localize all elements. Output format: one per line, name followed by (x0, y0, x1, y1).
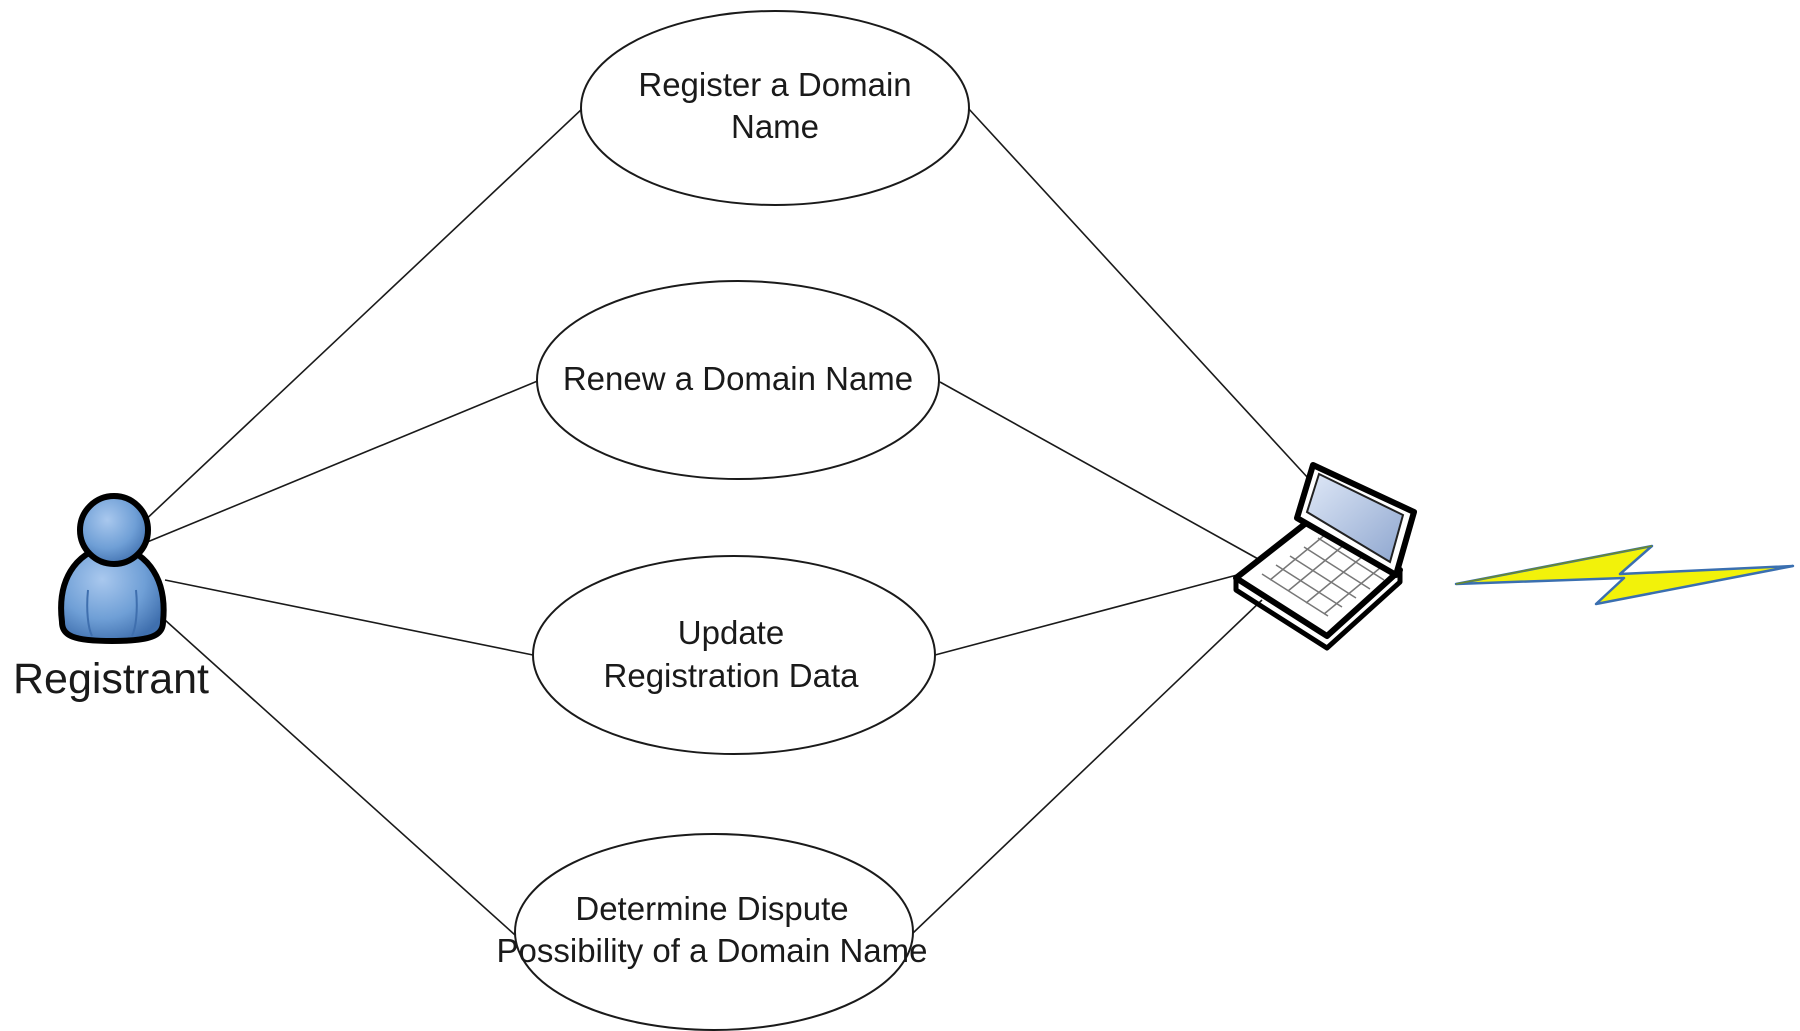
use-case-renew[interactable]: Renew a Domain Name (536, 280, 940, 480)
association-actor-renew (139, 379, 541, 546)
association-dispute-system (912, 599, 1263, 934)
use-case-update-line2: Registration Data (604, 657, 860, 694)
use-case-dispute-line1: Determine Dispute (575, 890, 848, 927)
actor-registrant[interactable]: Registrant (13, 493, 209, 703)
association-update-system (934, 574, 1238, 656)
system-associations (912, 107, 1309, 934)
person-icon (58, 493, 167, 644)
use-case-register-line1: Register a Domain (638, 66, 911, 103)
association-renew-system (939, 381, 1261, 561)
use-case-update-line1: Update (678, 614, 784, 651)
use-case-renew-line1: Renew a Domain Name (563, 360, 913, 397)
actor-label: Registrant (13, 655, 209, 703)
association-register-system (967, 107, 1309, 479)
association-actor-update (164, 579, 534, 656)
use-case-dispute-line2: Possibility of a Domain Name (497, 932, 928, 969)
association-actor-dispute (164, 619, 516, 936)
use-case-update[interactable]: Update Registration Data (532, 555, 936, 755)
association-actor-register (139, 107, 584, 526)
laptop-icon[interactable] (1233, 462, 1417, 651)
actor-associations (139, 107, 584, 936)
use-case-register-line2: Name (731, 108, 819, 145)
use-case-register[interactable]: Register a Domain Name (580, 10, 970, 206)
lightning-bolt-icon (1454, 544, 1795, 606)
use-case-dispute[interactable]: Determine Dispute Possibility of a Domai… (497, 833, 928, 1031)
